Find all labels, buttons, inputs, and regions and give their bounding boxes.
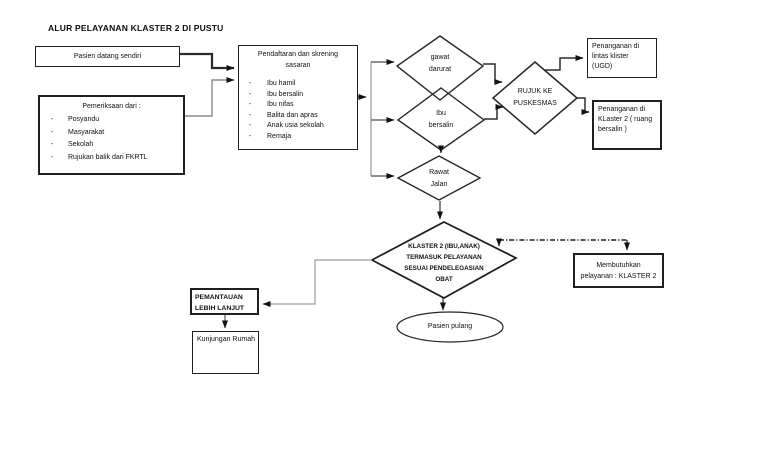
list-item: - Rujukan balik dari FKRTL <box>40 152 183 165</box>
pemantauan-box: PEMANTAUAN LEBIH LANJUT <box>190 288 259 315</box>
rujuk-puskesmas-diamond <box>491 61 579 135</box>
bersalin-line1: Ibu <box>436 110 446 117</box>
list-item: - Ibu hamil <box>239 79 357 90</box>
dash-bullet: - <box>248 111 252 119</box>
pendaftaran-box: Pendaftaran dan skrening sasaran - Ibu ha… <box>238 45 358 150</box>
rawat-jalan-label: Rawat Jalan <box>399 167 479 190</box>
pemeriksaan-list: - Posyandu - Masyarakat - Sekolah - Rujukan … <box>40 114 183 164</box>
gawat-line1: gawat <box>430 54 450 61</box>
pendaftaran-title-line1: Pendaftaran dan skrening <box>257 51 339 58</box>
membutuhkan-line1: Membutuhkan <box>596 261 641 269</box>
rujuk-puskesmas-label: RUJUK KE PUSKESMAS <box>495 86 575 109</box>
list-item-label: Anak usia sekolah <box>267 122 324 129</box>
pendaftaran-list: - Ibu hamil - Ibu bersalin - Ibu nifas - Bal… <box>239 79 357 142</box>
kunjungan-box: Kunjungan Rumah <box>192 331 259 374</box>
klaster2-box-line1: Penanganan di <box>598 106 646 113</box>
klaster2-diamond <box>370 221 518 299</box>
arrow-gawat-to-rujuk <box>483 63 503 85</box>
dash-bullet: - <box>248 122 252 129</box>
list-item-label: Sekolah <box>68 141 94 148</box>
dash-bullet: - <box>248 132 252 140</box>
klaster2-diamond-label: KLASTER 2 (IBU,ANAK) TERMASUK PELAYANAN … <box>374 241 514 285</box>
pasien-datang-box: Pasien datang sendiri <box>35 46 180 67</box>
pemeriksaan-box: Pemeriksaan dari : - Posyandu - Masyarakat… <box>38 95 185 175</box>
pendaftaran-title-line2: sasaran <box>285 62 311 69</box>
rawat-line1: Rawat <box>429 169 449 176</box>
gawat-darurat-diamond <box>395 35 485 101</box>
pasien-datang-label: Pasien datang sendiri <box>73 53 142 60</box>
dash-bullet: - <box>248 90 252 98</box>
dash-bullet: - <box>50 128 54 136</box>
list-item-label: Rujukan balik dari FKRTL <box>68 153 148 161</box>
klaster2-line4: OBAT <box>435 276 453 283</box>
penanganan-ugd-box: Penanganan di lintas klister (UGD) <box>587 38 657 78</box>
pemeriksaan-title: Pemeriksaan dari : <box>82 103 141 110</box>
list-item: - Sekolah <box>40 139 183 152</box>
kunjungan-label: Kunjungan Rumah <box>197 336 255 343</box>
list-item: - Ibu bersalin <box>239 90 357 101</box>
list-item-label: Ibu bersalin <box>267 90 304 98</box>
bersalin-line2: bersalin <box>428 121 454 129</box>
list-item-label: Remaja <box>267 132 292 140</box>
list-item-label: Ibu hamil <box>267 80 296 87</box>
rujuk-line1: RUJUK KE <box>517 88 553 95</box>
list-item-label: Posyandu <box>68 116 100 123</box>
klaster2-line2: TERMASUK PELAYANAN <box>406 254 482 261</box>
list-item-label: Ibu nifas <box>267 101 294 108</box>
arrow-pasien-to-pendaftaran <box>180 52 235 71</box>
membutuhkan-box: Membutuhkan pelayanan : KLASTER 2 <box>573 253 664 288</box>
klaster2-box-line3: bersalin ) <box>598 126 627 133</box>
dash-bullet: - <box>248 80 252 87</box>
arrow-pemeriksaan-to-pendaftaran <box>185 77 235 117</box>
arrow-rujuk-to-ugd <box>545 55 584 71</box>
page-title: ALUR PELAYANAN KLASTER 2 DI PUSTU <box>48 23 224 33</box>
pemantauan-line1: PEMANTAUAN <box>195 294 243 301</box>
list-item-label: Masyarakat <box>68 128 105 136</box>
gawat-darurat-label: gawat darurat <box>400 52 480 75</box>
list-item: - Remaja <box>239 132 357 143</box>
rujuk-line2: PUSKESMAS <box>513 99 557 107</box>
arrow-bersalin-to-rujuk <box>484 104 504 120</box>
dash-bullet: - <box>248 101 252 108</box>
list-item: - Posyandu <box>40 114 183 127</box>
rawat-line2: Jalan <box>430 180 448 188</box>
pasien-pulang-ellipse <box>396 311 504 343</box>
rawat-jalan-diamond <box>396 155 482 201</box>
list-item: - Ibu nifas <box>239 100 357 111</box>
dash-bullet: - <box>50 153 54 161</box>
arrow-klaster2-to-pemantauan <box>262 259 372 307</box>
klaster2-line1: KLASTER 2 (IBU,ANAK) <box>408 243 480 250</box>
list-item-label: Balita dan apras <box>267 111 318 119</box>
arrow-rujuk-to-klaster2-box <box>577 97 590 115</box>
membutuhkan-line2: pelayanan : KLASTER 2 <box>580 272 657 280</box>
pemantauan-line2: LEBIH LANJUT <box>195 304 245 312</box>
klaster2-box-line2: KLaster 2 ( ruang <box>598 116 653 123</box>
list-item: - Balita dan apras <box>239 111 357 122</box>
gawat-line2: darurat <box>428 65 452 73</box>
ibu-bersalin-label: Ibu bersalin <box>401 108 481 131</box>
ugd-line3: (UGD) <box>592 63 613 70</box>
penanganan-klaster2-box: Penanganan di KLaster 2 ( ruang bersalin… <box>592 100 662 150</box>
list-item: - Anak usia sekolah <box>239 121 357 132</box>
ugd-line1: Penanganan di <box>592 43 640 50</box>
ugd-line2: lintas klister <box>592 53 629 60</box>
pasien-pulang-label: Pasien pulang <box>427 323 473 330</box>
dash-bullet: - <box>50 141 54 148</box>
list-item: - Masyarakat <box>40 127 183 140</box>
klaster2-line3: SESUAI PENDELEGASIAN <box>404 265 484 272</box>
dash-bullet: - <box>50 116 54 123</box>
